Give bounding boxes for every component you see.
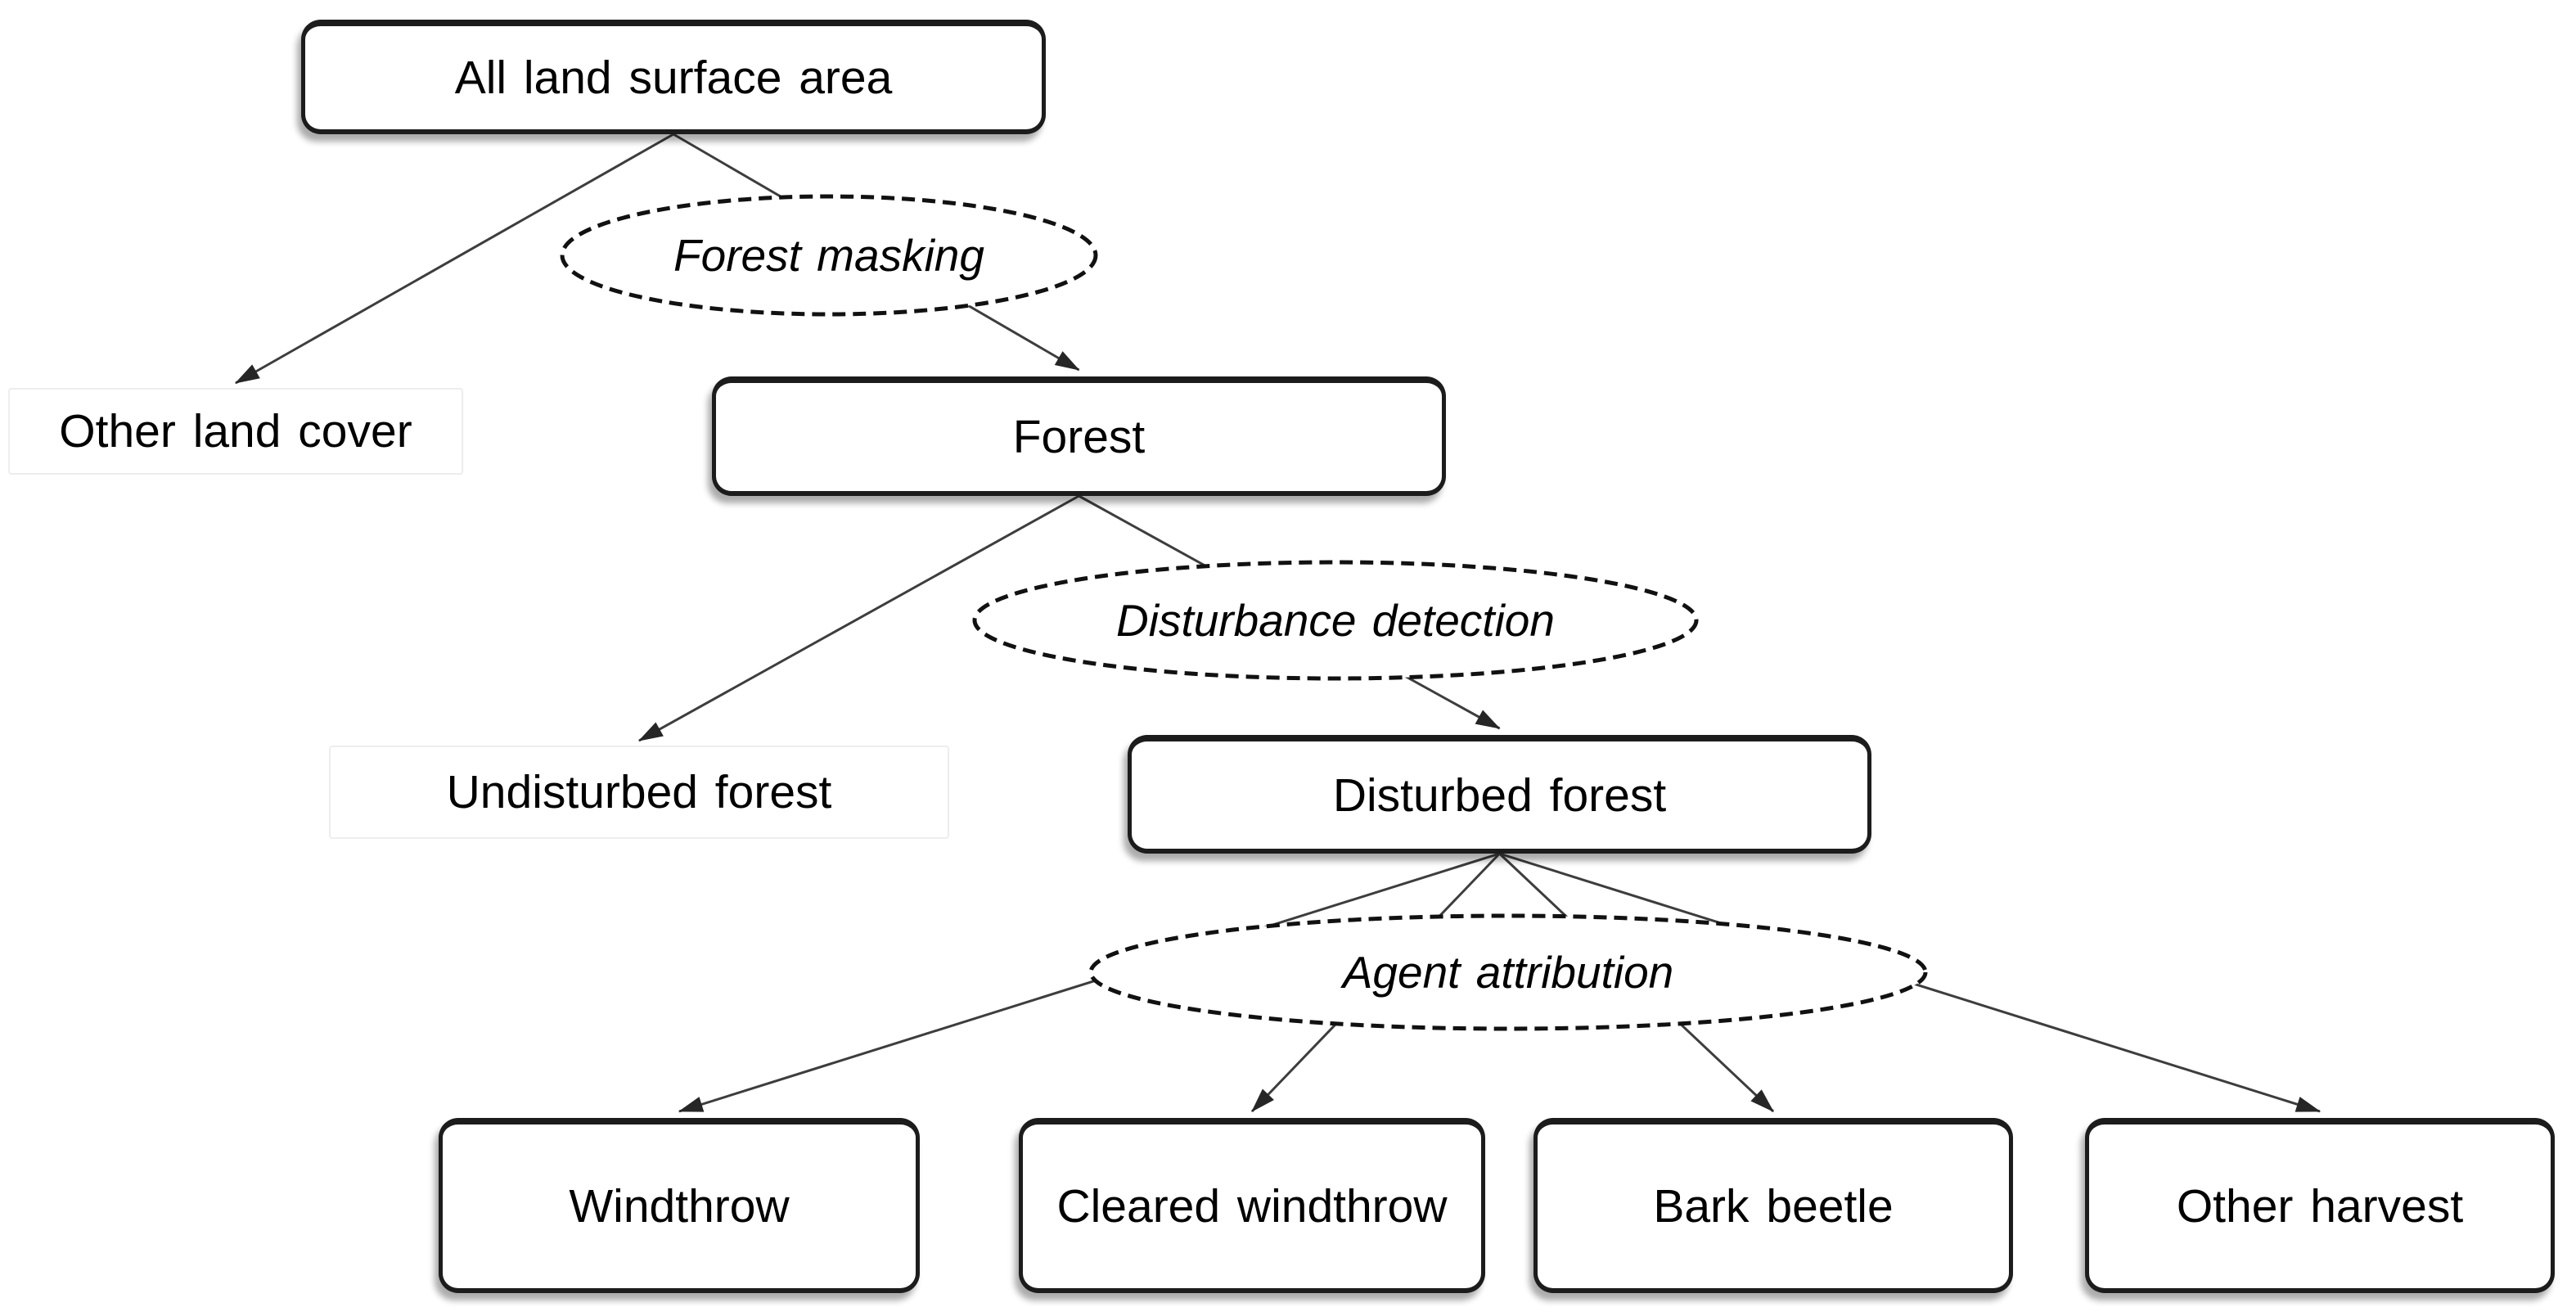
node-label-undisturbed-forest: Undisturbed forest	[446, 766, 832, 818]
node-all-land-surface-area: All land surface area	[301, 20, 1046, 134]
node-forest: Forest	[712, 376, 1446, 496]
process-ellipse-forest_masking	[560, 194, 1098, 317]
node-cleared-windthrow: Cleared windthrow	[1019, 1118, 1485, 1293]
node-other-land-cover: Other land cover	[8, 388, 463, 475]
process-label-text-agent-attribution: Agent attribution	[1342, 947, 1674, 998]
node-label-all-land-surface-area: All land surface area	[454, 52, 893, 104]
edge-arrow-forest-to-undisturbed_forest	[637, 494, 1080, 742]
node-other-harvest: Other harvest	[2085, 1118, 2555, 1293]
node-label-disturbed-forest: Disturbed forest	[1332, 768, 1667, 822]
node-undisturbed-forest: Undisturbed forest	[329, 746, 949, 839]
edge-arrow-disturbed_forest-to-windthrow	[678, 852, 1500, 1113]
node-label-other-harvest: Other harvest	[2176, 1180, 2464, 1233]
process-label-agent-attribution: Agent attribution	[1091, 916, 1925, 1029]
process-label-forest-masking: Forest masking	[562, 196, 1096, 314]
node-label-forest: Forest	[1012, 411, 1146, 463]
node-label-bark-beetle: Bark beetle	[1653, 1180, 1894, 1233]
node-label-cleared-windthrow: Cleared windthrow	[1056, 1180, 1448, 1233]
node-label-other-land-cover: Other land cover	[59, 405, 412, 457]
process-ellipse-disturbance_detection	[972, 560, 1699, 681]
node-disturbed-forest: Disturbed forest	[1128, 735, 1871, 854]
node-bark-beetle: Bark beetle	[1533, 1118, 2013, 1293]
node-windthrow: Windthrow	[439, 1118, 920, 1293]
process-ellipse-agent_attribution	[1088, 913, 1928, 1031]
process-label-disturbance-detection: Disturbance detection	[975, 562, 1696, 678]
process-label-text-disturbance-detection: Disturbance detection	[1116, 595, 1555, 646]
node-label-windthrow: Windthrow	[569, 1180, 790, 1233]
process-label-text-forest-masking: Forest masking	[673, 230, 984, 281]
edge-arrow-all_land_surface-to-other_land_cover	[234, 133, 674, 385]
